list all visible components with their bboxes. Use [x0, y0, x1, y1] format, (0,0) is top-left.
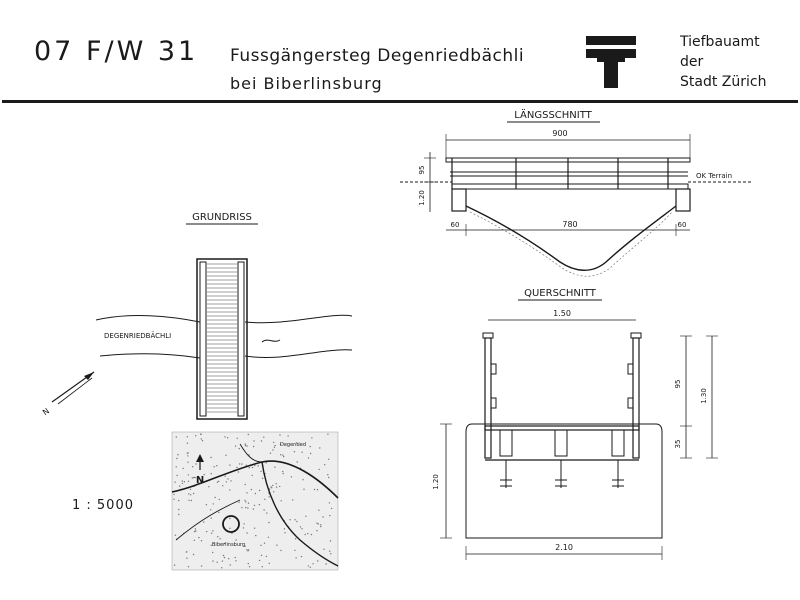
abutment-left	[451, 188, 467, 212]
grundriss-label: GRUNDRISS	[192, 212, 252, 223]
post-right	[632, 337, 640, 459]
dim-foundation-height: 1.20	[432, 474, 440, 490]
location-marker-icon	[222, 515, 240, 533]
dim-total-length: 900	[552, 129, 567, 138]
department-block: Tiefbauamt der Stadt Zürich	[680, 32, 766, 92]
dim-right: 60	[678, 221, 687, 229]
dim-rail-height-cross: 95	[674, 380, 682, 389]
post-left	[484, 337, 492, 459]
map-scale: 1 : 5000	[72, 498, 134, 513]
dim-depth: 1.20	[418, 190, 426, 206]
bridge-plan	[196, 258, 248, 420]
bridge-deck	[451, 183, 689, 190]
drawing-code: 07 F/W 31	[34, 36, 199, 67]
creek-label: DEGENRIEDBÄCHLI	[104, 331, 171, 340]
grundriss-view: GRUNDRISS DEGENRIEDBÄCHLI N	[41, 212, 353, 420]
langsschnitt-label: LÄNGSSCHNITT	[514, 108, 592, 121]
creek-bank	[95, 315, 201, 323]
drawing-title: Fussgängersteg Degenriedbächli	[230, 46, 525, 66]
header-rule	[2, 100, 798, 103]
dim-deck-height: 35	[674, 440, 682, 449]
dim-span: 780	[562, 220, 577, 229]
querschnitt-view: QUERSCHNITT 1.50 2.10	[432, 288, 718, 560]
creek-bank	[244, 314, 353, 324]
map-place-label: Biberlinsburg	[212, 542, 245, 548]
drawing-subtitle: bei Biberlinsburg	[230, 74, 383, 93]
map-place-label: Degenried	[280, 442, 306, 448]
department-line: Tiefbauamt	[680, 34, 760, 50]
dim-width-bottom: 2.10	[555, 543, 573, 552]
abutment-right	[675, 188, 691, 212]
creek-bank	[244, 349, 353, 359]
department-line: der	[680, 54, 704, 70]
foundation	[465, 423, 663, 539]
svg-text:N: N	[41, 406, 51, 417]
north-arrow-icon: N	[41, 371, 95, 417]
creek-bank	[99, 353, 201, 359]
cross-deck	[484, 425, 640, 431]
dim-rail-height: 95	[418, 166, 426, 175]
dim-width-top: 1.50	[553, 309, 571, 318]
department-line: Stadt Zürich	[680, 74, 767, 90]
langsschnitt-view: LÄNGSSCHNITT 900 OK Terrain 780 60 60	[400, 108, 752, 277]
dim-total-height: 1.30	[700, 388, 708, 404]
terrain-label: OK Terrain	[696, 172, 732, 180]
ravine-profile	[465, 205, 677, 271]
map-north-arrow-icon	[196, 454, 204, 462]
location-map: N Degenried Biberlinsburg	[171, 431, 339, 571]
tiefbauamt-logo-icon	[586, 36, 636, 88]
dim-left: 60	[451, 221, 460, 229]
map-north-label: N	[196, 475, 204, 486]
querschnitt-label: QUERSCHNITT	[524, 288, 597, 299]
